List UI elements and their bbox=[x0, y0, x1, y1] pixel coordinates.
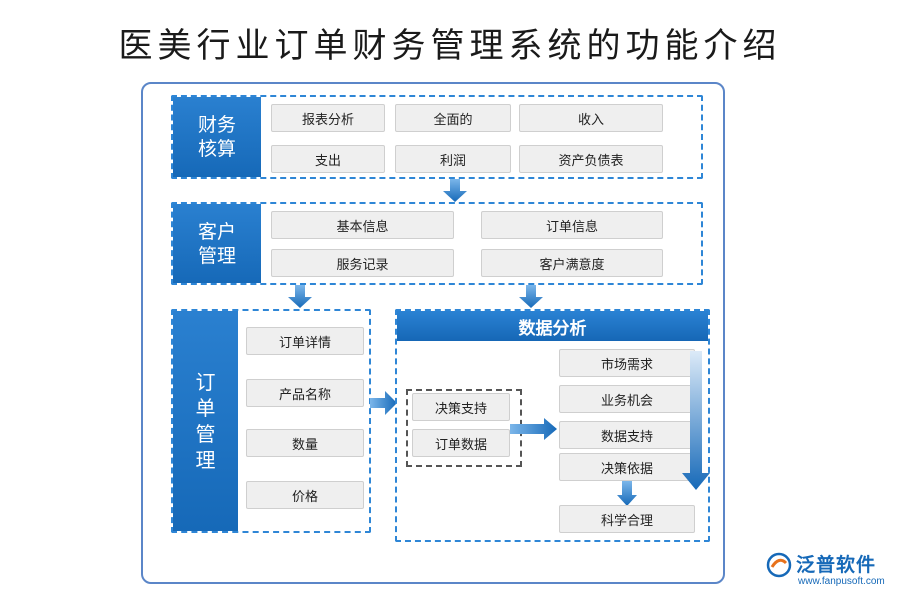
analysis-output: 数据支持 bbox=[559, 421, 695, 449]
finance-label: 财务 核算 bbox=[173, 97, 261, 177]
order-label-text: 订 单 管 理 bbox=[195, 370, 216, 472]
arrow-customer-to-order bbox=[288, 285, 312, 308]
customer-item: 服务记录 bbox=[271, 249, 454, 277]
analysis-input: 决策支持 bbox=[412, 393, 510, 421]
analysis-output: 市场需求 bbox=[559, 349, 695, 377]
arrow-to-final bbox=[617, 481, 637, 506]
finance-section: 财务 核算 报表分析 全面的 收入 支出 利润 资产负债表 bbox=[171, 95, 703, 179]
arrow-order-to-analysis bbox=[370, 391, 397, 415]
logo-url: www.fanpusoft.com bbox=[798, 576, 885, 587]
order-label: 订 单 管 理 bbox=[173, 311, 238, 531]
analysis-input: 订单数据 bbox=[412, 429, 510, 457]
order-item: 订单详情 bbox=[246, 327, 364, 355]
customer-item: 基本信息 bbox=[271, 211, 454, 239]
order-item: 产品名称 bbox=[246, 379, 364, 407]
finance-item: 收入 bbox=[519, 104, 663, 132]
order-item: 数量 bbox=[246, 429, 364, 457]
finance-item: 支出 bbox=[271, 145, 385, 173]
analysis-section: 数据分析 决策支持 订单数据 市场需求 业务机会 数据支持 决策依据 科学合理 bbox=[395, 309, 710, 542]
analysis-final: 科学合理 bbox=[559, 505, 695, 533]
page-title: 医美行业订单财务管理系统的功能介绍 bbox=[118, 26, 782, 66]
customer-item: 订单信息 bbox=[481, 211, 663, 239]
customer-section: 客户 管理 基本信息 订单信息 服务记录 客户满意度 bbox=[171, 202, 703, 285]
analysis-header: 数据分析 bbox=[397, 311, 708, 341]
finance-item: 资产负债表 bbox=[519, 145, 663, 173]
brand-logo: 泛普软件 www.fanpusoft.com bbox=[766, 548, 896, 598]
arrow-finance-to-customer bbox=[443, 179, 467, 202]
arrow-outputs-down bbox=[682, 351, 710, 490]
diagram-frame bbox=[141, 82, 725, 584]
finance-item: 利润 bbox=[395, 145, 511, 173]
customer-item: 客户满意度 bbox=[481, 249, 663, 277]
order-section: 订 单 管 理 订单详情 产品名称 数量 价格 bbox=[171, 309, 371, 533]
logo-icon bbox=[766, 552, 792, 578]
order-item: 价格 bbox=[246, 481, 364, 509]
finance-label-text: 财务 核算 bbox=[197, 114, 236, 160]
finance-item: 全面的 bbox=[395, 104, 511, 132]
analysis-output: 决策依据 bbox=[559, 453, 695, 481]
arrow-inputs-to-outputs bbox=[510, 418, 557, 440]
finance-item: 报表分析 bbox=[271, 104, 385, 132]
logo-name: 泛普软件 bbox=[796, 554, 877, 576]
analysis-output: 业务机会 bbox=[559, 385, 695, 413]
customer-label: 客户 管理 bbox=[173, 204, 261, 283]
customer-label-text: 客户 管理 bbox=[197, 220, 236, 267]
arrow-customer-to-analysis bbox=[519, 285, 543, 308]
